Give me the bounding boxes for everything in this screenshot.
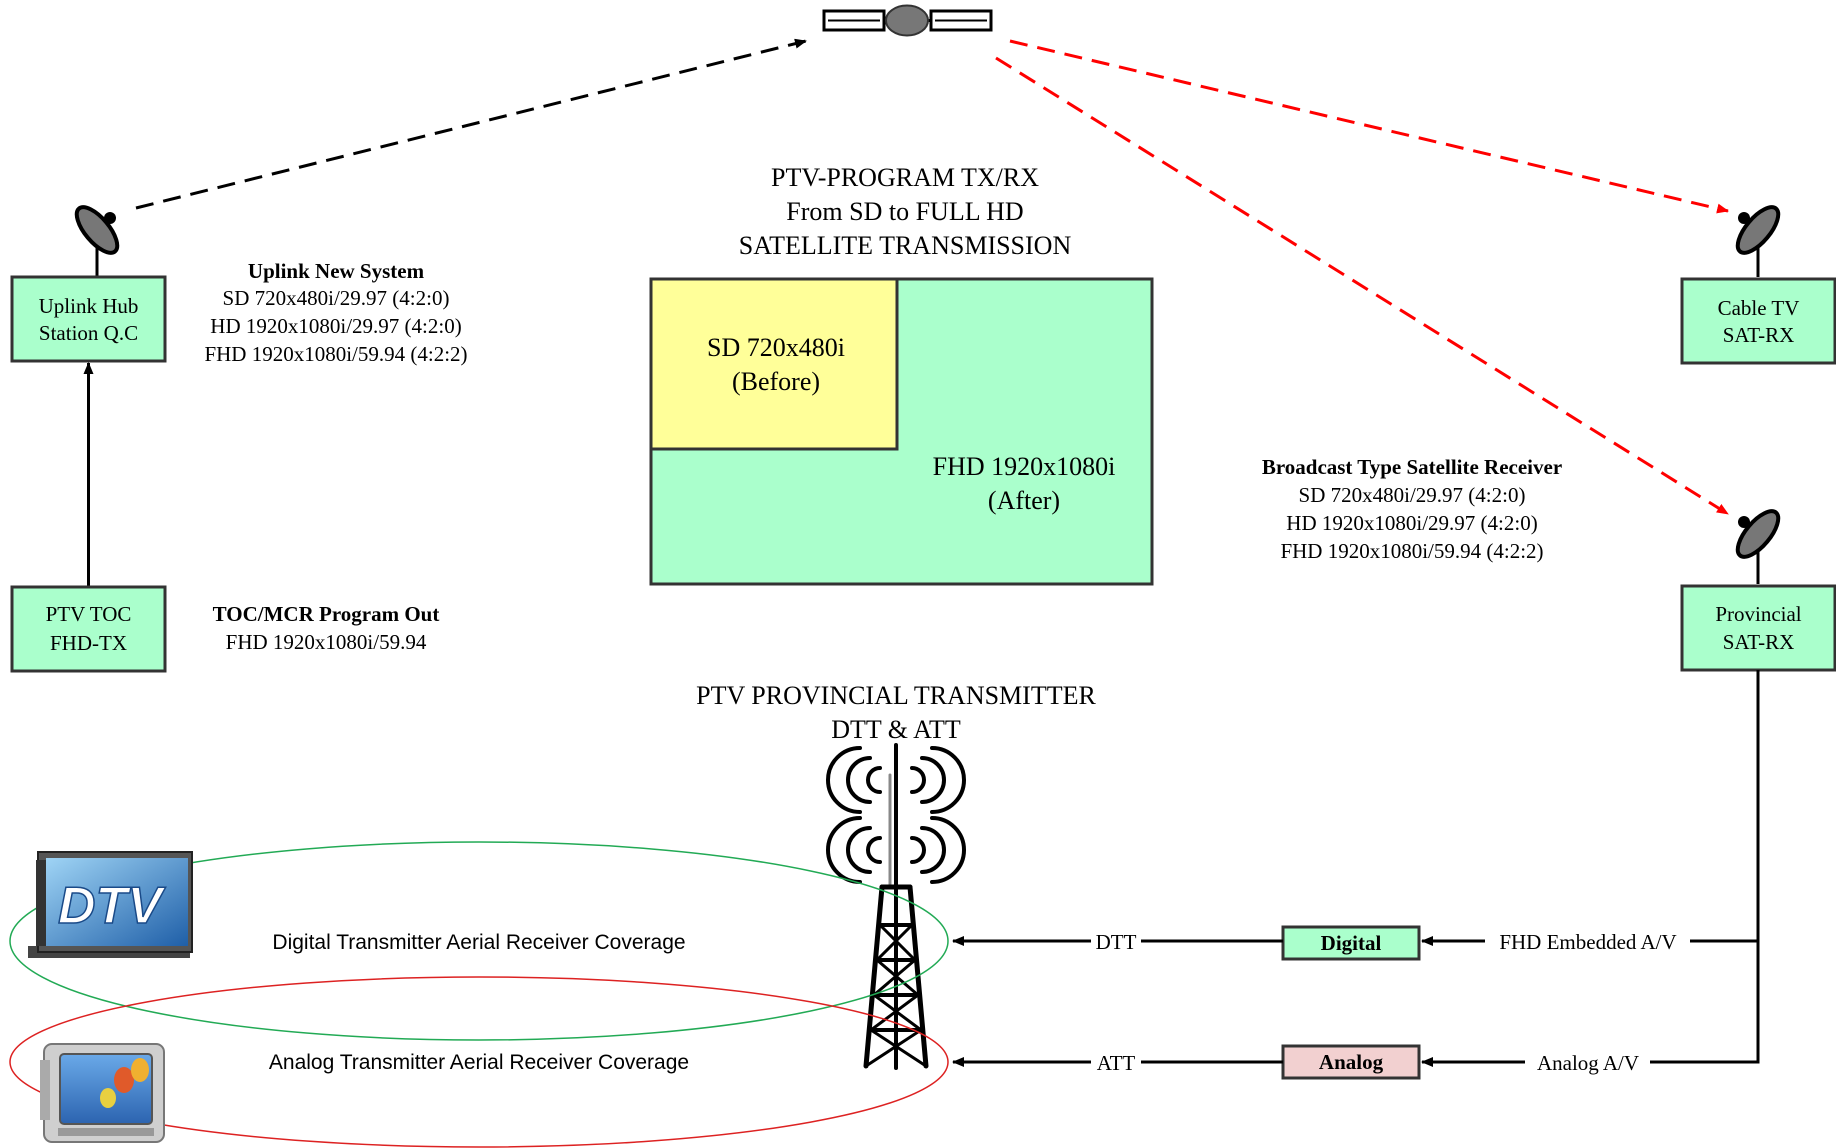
analog-coverage-ellipse <box>9 976 949 1148</box>
program-title-line3: SATELLITE TRANSMISSION <box>739 231 1072 260</box>
receiver-info-line1: SD 720x480i/29.97 (4:2:0) <box>1299 483 1526 507</box>
transmitter-tower-icon <box>826 743 966 1070</box>
receiver-info-line3: FHD 1920x1080i/59.94 (4:2:2) <box>1280 539 1543 563</box>
provincial-line2: SAT-RX <box>1723 630 1795 654</box>
toc-info-line1: FHD 1920x1080i/59.94 <box>226 630 427 654</box>
uplink-info-line2: HD 1920x1080i/29.97 (4:2:0) <box>210 314 461 338</box>
analog-label: Analog <box>1319 1050 1384 1074</box>
uplink-dish-icon <box>74 205 120 276</box>
digital-coverage-label: Digital Transmitter Aerial Receiver Cove… <box>272 931 685 954</box>
cable-dish-icon <box>1735 205 1781 277</box>
att-label-bg <box>1091 1050 1141 1074</box>
provincial-dish-icon <box>1735 509 1781 584</box>
satellite-icon <box>822 4 993 37</box>
digital-label: Digital <box>1321 931 1382 955</box>
uplink-info-line3: FHD 1920x1080i/59.94 (4:2:2) <box>204 342 467 366</box>
dtv-logo-text: DTV <box>58 877 166 935</box>
program-title: PTV-PROGRAM TX/RX From SD to FULL HD SAT… <box>739 163 1072 260</box>
analog-coverage-label: Analog Transmitter Aerial Receiver Cover… <box>269 1051 689 1074</box>
att-label: ATT <box>1097 1051 1136 1075</box>
provincial-box: Provincial SAT-RX <box>1680 584 1836 672</box>
toc-line1: PTV TOC <box>46 602 132 626</box>
program-title-line1: PTV-PROGRAM TX/RX <box>771 163 1039 192</box>
uplink-info-line1: SD 720x480i/29.97 (4:2:0) <box>223 286 450 310</box>
transmitter-title-line1: PTV PROVINCIAL TRANSMITTER <box>696 681 1096 710</box>
dtv-television-icon: DTV <box>28 851 193 958</box>
resolution-comparison: SD 720x480i (Before) FHD 1920x1080i (Aft… <box>649 277 1154 586</box>
downlink-arrow-cable <box>1009 39 1729 214</box>
receiver-info-title: Broadcast Type Satellite Receiver <box>1262 455 1562 479</box>
transmitter-title-line2: DTT & ATT <box>831 715 961 744</box>
analog-av-label-bg <box>1525 1050 1650 1074</box>
program-title-line2: From SD to FULL HD <box>786 197 1023 226</box>
digital-coverage-ellipse <box>9 841 949 1041</box>
provincial-feed-line <box>1650 670 1760 1064</box>
uplink-hub-line1: Uplink Hub <box>39 294 139 318</box>
toc-info: TOC/MCR Program Out FHD 1920x1080i/59.94 <box>213 602 440 654</box>
provincial-line1: Provincial <box>1715 602 1801 626</box>
receiver-info-line2: HD 1920x1080i/29.97 (4:2:0) <box>1286 511 1537 535</box>
fhd-embedded-label-bg <box>1485 929 1690 953</box>
sd-line1: SD 720x480i <box>707 333 845 362</box>
cable-tv-line2: SAT-RX <box>1723 323 1795 347</box>
analog-av-label: Analog A/V <box>1537 1051 1639 1075</box>
analog-television-icon <box>40 1043 165 1143</box>
analog-box: Analog <box>1281 1044 1421 1080</box>
cable-tv-box: Cable TV SAT-RX <box>1680 277 1836 365</box>
dtt-label-bg <box>1091 929 1141 953</box>
uplink-hub-line2: Station Q.C <box>39 321 138 345</box>
fhd-line1: FHD 1920x1080i <box>933 452 1116 481</box>
dtt-label: DTT <box>1096 930 1137 954</box>
uplink-info: Uplink New System SD 720x480i/29.97 (4:2… <box>204 259 467 366</box>
cable-tv-line1: Cable TV <box>1718 296 1800 320</box>
receiver-info: Broadcast Type Satellite Receiver SD 720… <box>1262 455 1562 563</box>
transmitter-title: PTV PROVINCIAL TRANSMITTER DTT & ATT <box>696 681 1096 744</box>
toc-box: PTV TOC FHD-TX <box>10 585 167 673</box>
uplink-arrow <box>135 38 807 210</box>
fhd-embedded-label: FHD Embedded A/V <box>1499 930 1676 954</box>
sd-line2: (Before) <box>732 367 820 396</box>
toc-line2: FHD-TX <box>50 631 127 655</box>
digital-box: Digital <box>1281 925 1421 961</box>
fhd-line2: (After) <box>988 486 1060 515</box>
sd-box <box>649 277 899 451</box>
uplink-hub-box: Uplink Hub Station Q.C <box>10 275 167 363</box>
uplink-info-title: Uplink New System <box>248 259 425 283</box>
toc-info-title: TOC/MCR Program Out <box>213 602 440 626</box>
downlink-arrow-provincial <box>995 56 1729 516</box>
